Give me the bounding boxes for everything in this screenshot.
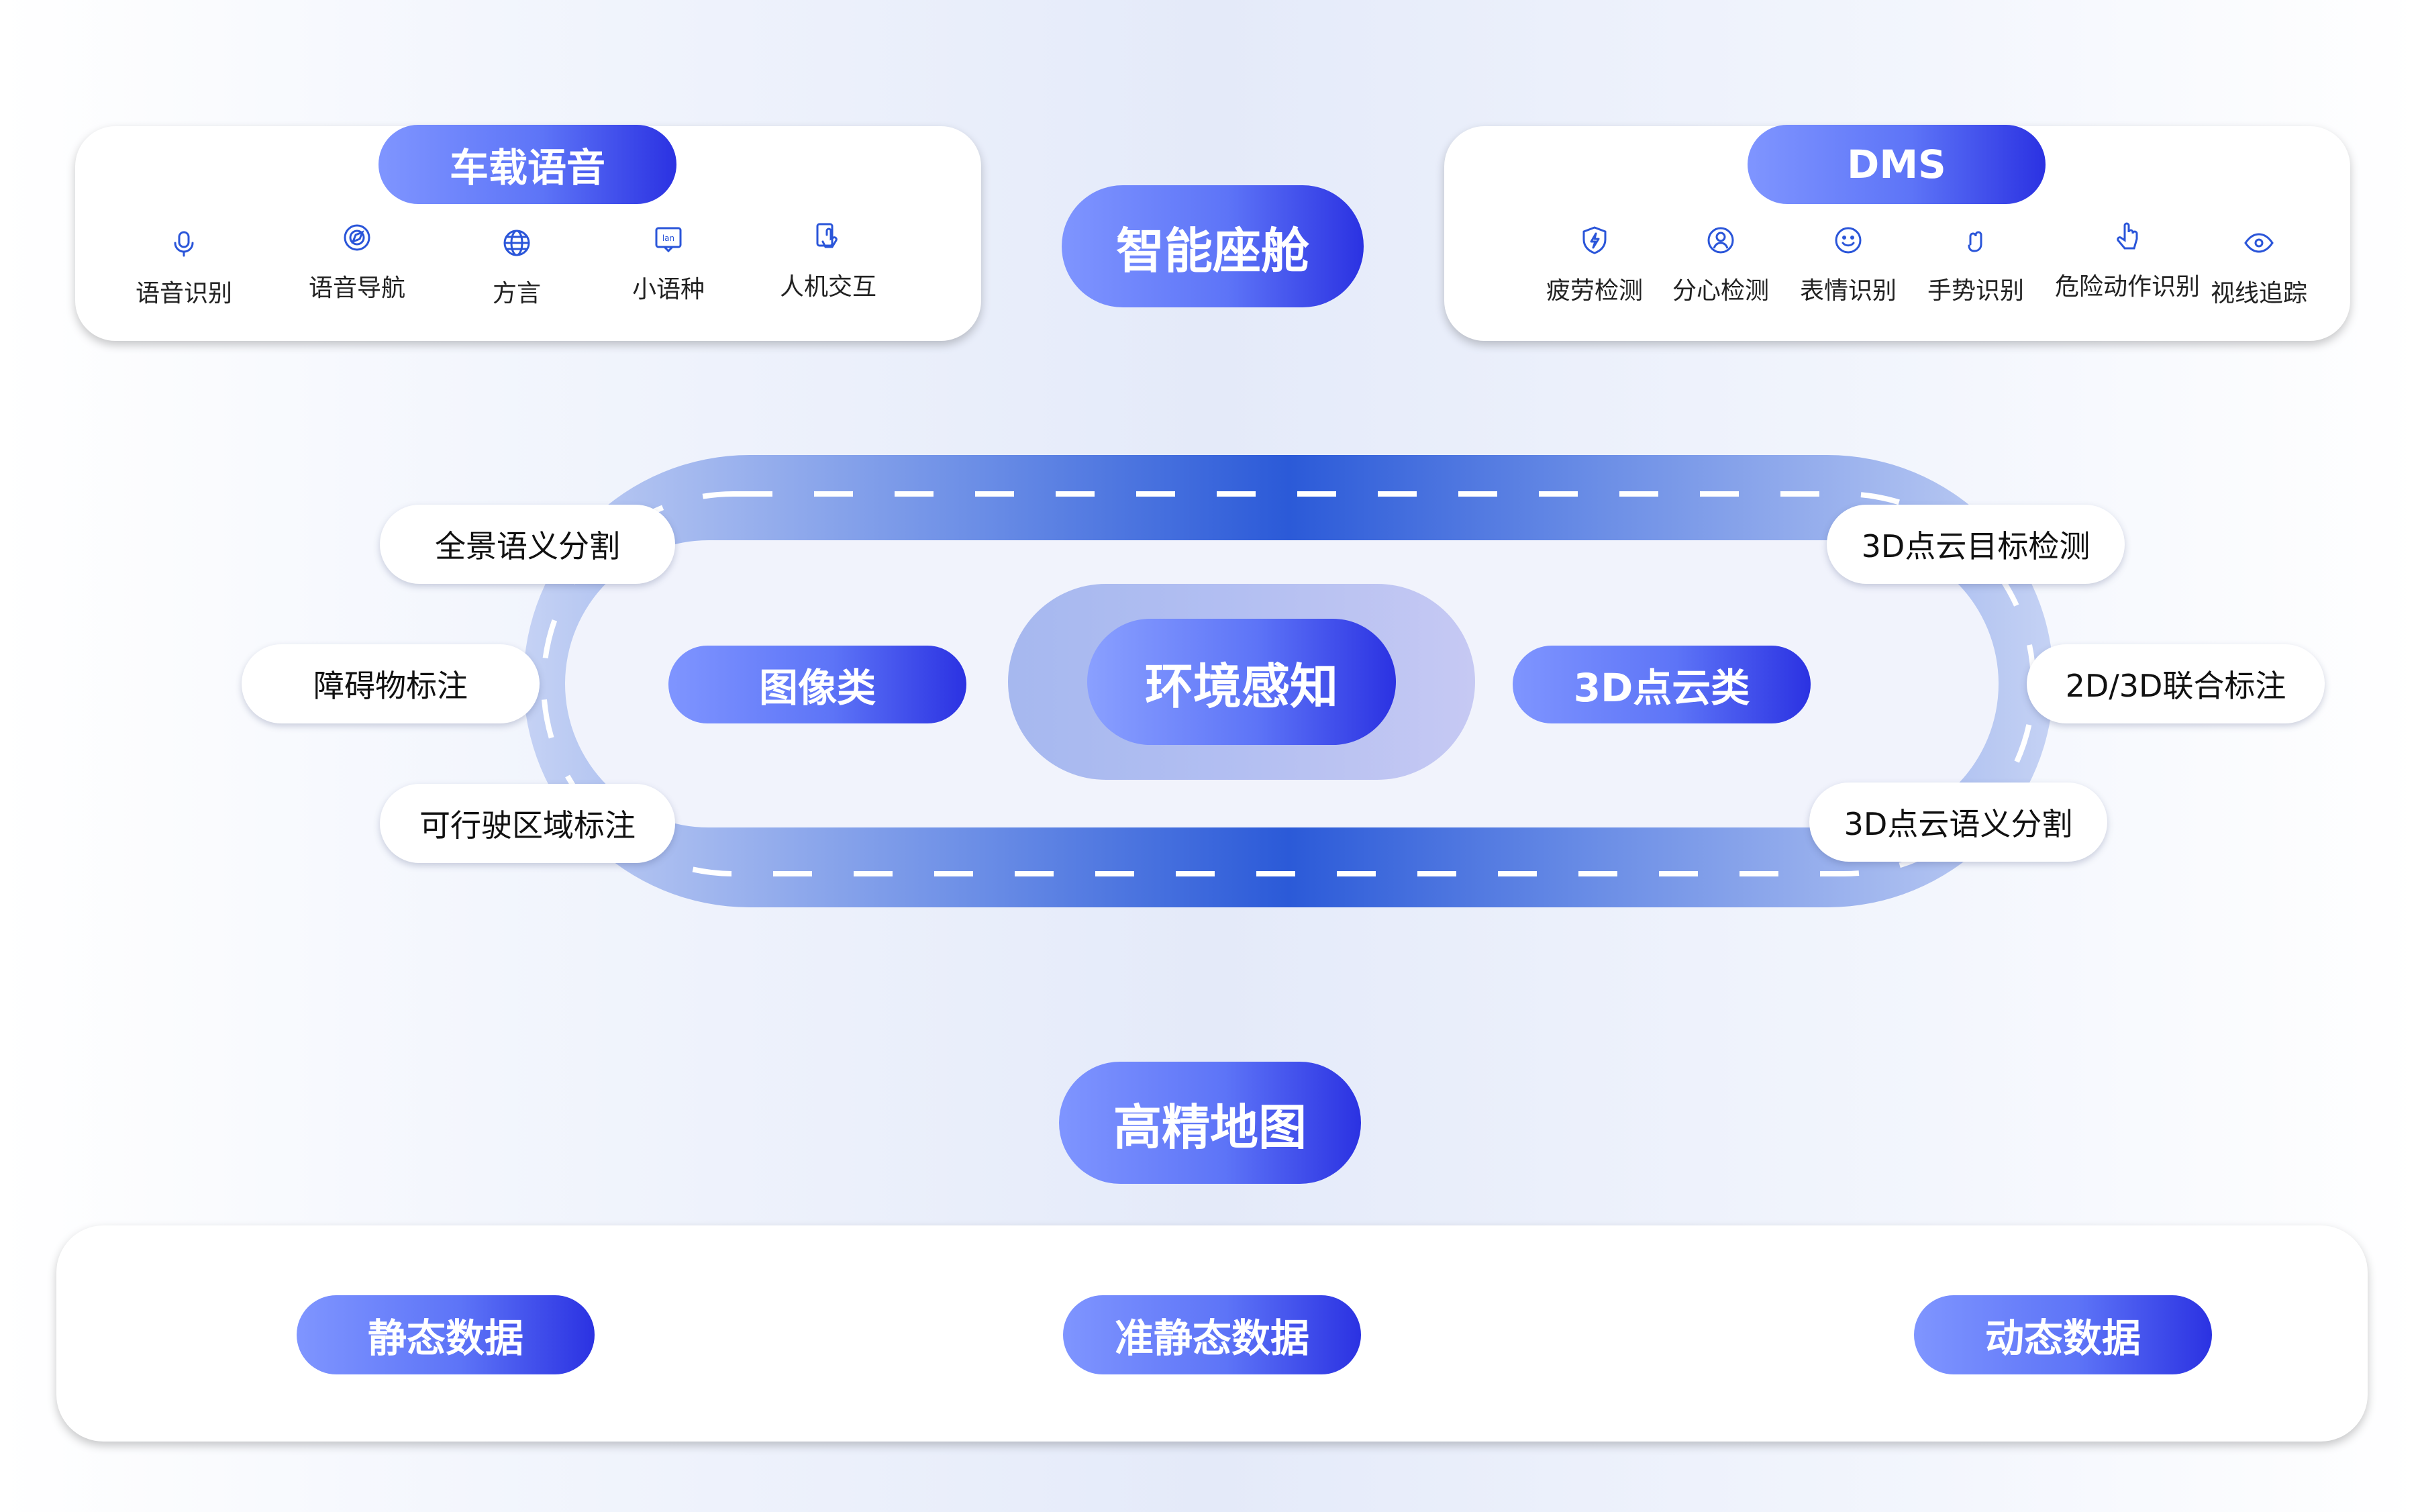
eye-icon: [2244, 233, 2274, 253]
feature-speech-recognition[interactable]: 语音识别: [103, 227, 264, 309]
map-item-static[interactable]: 静态数据: [297, 1295, 595, 1374]
feature-label: 危险动作识别: [2054, 273, 2200, 301]
feature-fatigue-detection[interactable]: 疲劳检测: [1514, 224, 1675, 306]
feature-hci[interactable]: 人机交互: [748, 220, 909, 302]
feature-dialect[interactable]: 方言: [436, 227, 597, 309]
gesture-icon: [1968, 231, 1982, 252]
hd-map-title: 高精地图: [1059, 1062, 1361, 1184]
voice-panel-title: 车载语音: [379, 125, 676, 204]
dms-panel-title: DMS: [1748, 125, 2046, 204]
feature-minor-language[interactable]: lan 小语种: [588, 223, 749, 305]
smile-icon: [1835, 227, 1862, 254]
feature-distraction-detection[interactable]: 分心检测: [1640, 224, 1801, 306]
navigation-icon: [344, 224, 370, 251]
feature-label: 手势识别: [1927, 277, 2024, 305]
feature-dangerous-action[interactable]: 危险动作识别: [2047, 220, 2208, 302]
feature-voice-navigation[interactable]: 语音导航: [276, 221, 438, 303]
feature-label: 方言: [492, 280, 541, 307]
chip-3d-semantic-segmentation[interactable]: 3D点云语义分割: [1809, 783, 2107, 862]
touch-icon: [816, 223, 838, 248]
globe-icon: [503, 230, 530, 256]
map-item-dynamic[interactable]: 动态数据: [1914, 1295, 2212, 1374]
chip-3d-object-detection[interactable]: 3D点云目标检测: [1827, 505, 2125, 584]
feature-expression-recognition[interactable]: 表情识别: [1768, 224, 1929, 306]
svg-text:lan: lan: [662, 234, 674, 243]
feature-gaze-tracking[interactable]: 视线追踪: [2178, 227, 2339, 309]
feature-label: 视线追踪: [2210, 280, 2307, 307]
feature-label: 疲劳检测: [1546, 277, 1643, 305]
dms-panel: 疲劳检测 分心检测 表情识别 手势识别 危险动作识别: [1444, 126, 2350, 341]
feature-label: 语音识别: [135, 280, 232, 307]
category-point-cloud[interactable]: 3D点云类: [1513, 646, 1811, 723]
category-image[interactable]: 图像类: [668, 646, 966, 723]
chip-2d-3d-fusion-labeling[interactable]: 2D/3D联合标注: [2027, 644, 2325, 723]
feature-gesture-recognition[interactable]: 手势识别: [1895, 224, 2056, 306]
shield-bolt-icon: [1582, 226, 1607, 254]
feature-label: 分心检测: [1672, 277, 1769, 305]
feature-label: 语音导航: [308, 274, 405, 302]
microphone-icon: [174, 231, 194, 257]
hand-pointer-icon: [2117, 222, 2138, 250]
feature-label: 小语种: [632, 276, 705, 303]
chip-drivable-area-labeling[interactable]: 可行驶区域标注: [380, 784, 675, 863]
cockpit-title: 智能座舱: [1062, 185, 1364, 307]
person-icon: [1707, 227, 1734, 254]
perception-title: 环境感知: [1087, 619, 1396, 745]
feature-label: 表情识别: [1799, 277, 1897, 305]
feature-label: 人机交互: [779, 273, 876, 301]
road-lane-markings: [541, 491, 2036, 876]
map-item-semi-static[interactable]: 准静态数据: [1063, 1295, 1361, 1374]
chip-panoptic-segmentation[interactable]: 全景语义分割: [380, 505, 675, 584]
language-icon: lan: [655, 227, 682, 253]
chip-obstacle-labeling[interactable]: 障碍物标注: [242, 644, 540, 723]
